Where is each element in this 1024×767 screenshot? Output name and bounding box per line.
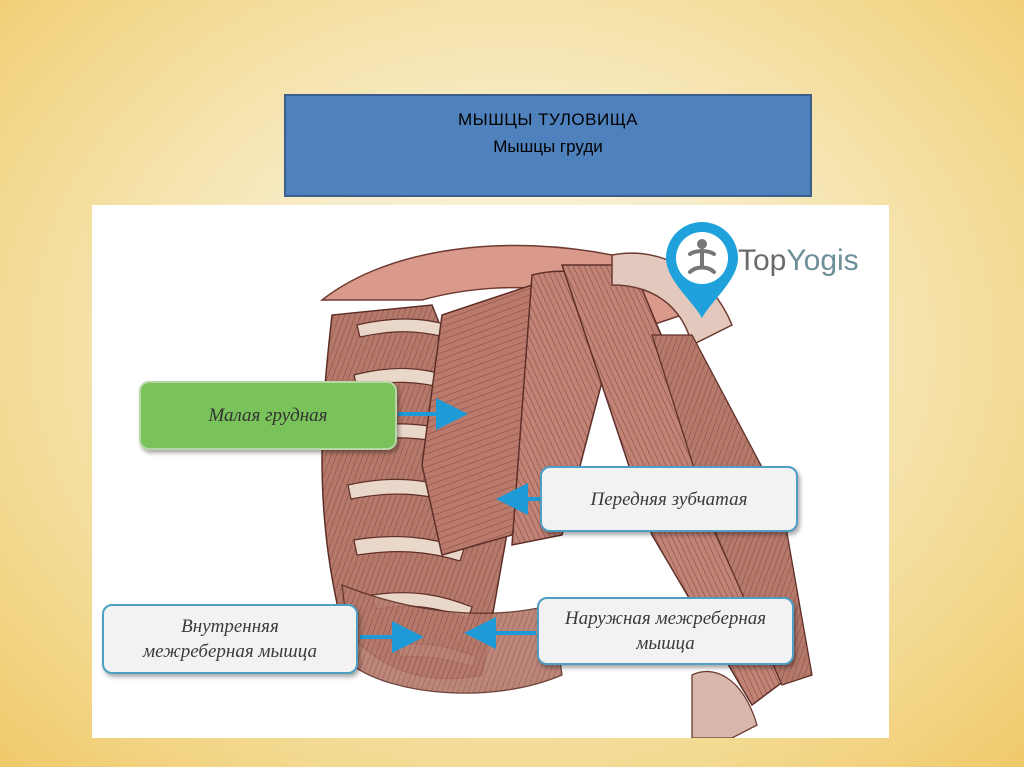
logo-word-top: Top xyxy=(738,244,787,277)
label-external-intercostal: Наружная межреберная мышца xyxy=(537,597,794,665)
logo-wordmark: TopYogis xyxy=(738,244,859,278)
map-pin-yoga-icon xyxy=(666,222,738,318)
slide-subtitle: Мышцы груди xyxy=(493,137,603,156)
slide-title-box: МЫШЦЫ ТУЛОВИЩА Мышцы груди xyxy=(284,94,812,197)
label-internal-intercostal-line2: межреберная мышца xyxy=(142,641,317,662)
intercostal-region xyxy=(341,583,563,694)
label-internal-intercostal-line1: Внутренняя xyxy=(181,616,279,637)
label-pectoralis-minor-text: Малая грудная xyxy=(208,404,328,426)
label-pectoralis-minor: Малая грудная xyxy=(139,381,397,450)
label-internal-intercostal: Внутренняя межреберная мышца xyxy=(102,604,358,674)
label-serratus-anterior: Передняя зубчатая xyxy=(540,466,798,532)
label-serratus-anterior-text: Передняя зубчатая xyxy=(590,488,748,510)
label-external-intercostal-line1: Наружная межреберная xyxy=(564,608,767,629)
shoulder-joint xyxy=(611,252,733,347)
rib-5 xyxy=(353,535,465,562)
logo-word-yogis: Yogis xyxy=(786,244,859,277)
forearm-bone xyxy=(691,670,758,738)
slide-title: МЫШЦЫ ТУЛОВИЩА xyxy=(458,110,638,129)
label-external-intercostal-line2: мышца xyxy=(636,633,695,654)
topyogis-logo xyxy=(662,220,742,325)
